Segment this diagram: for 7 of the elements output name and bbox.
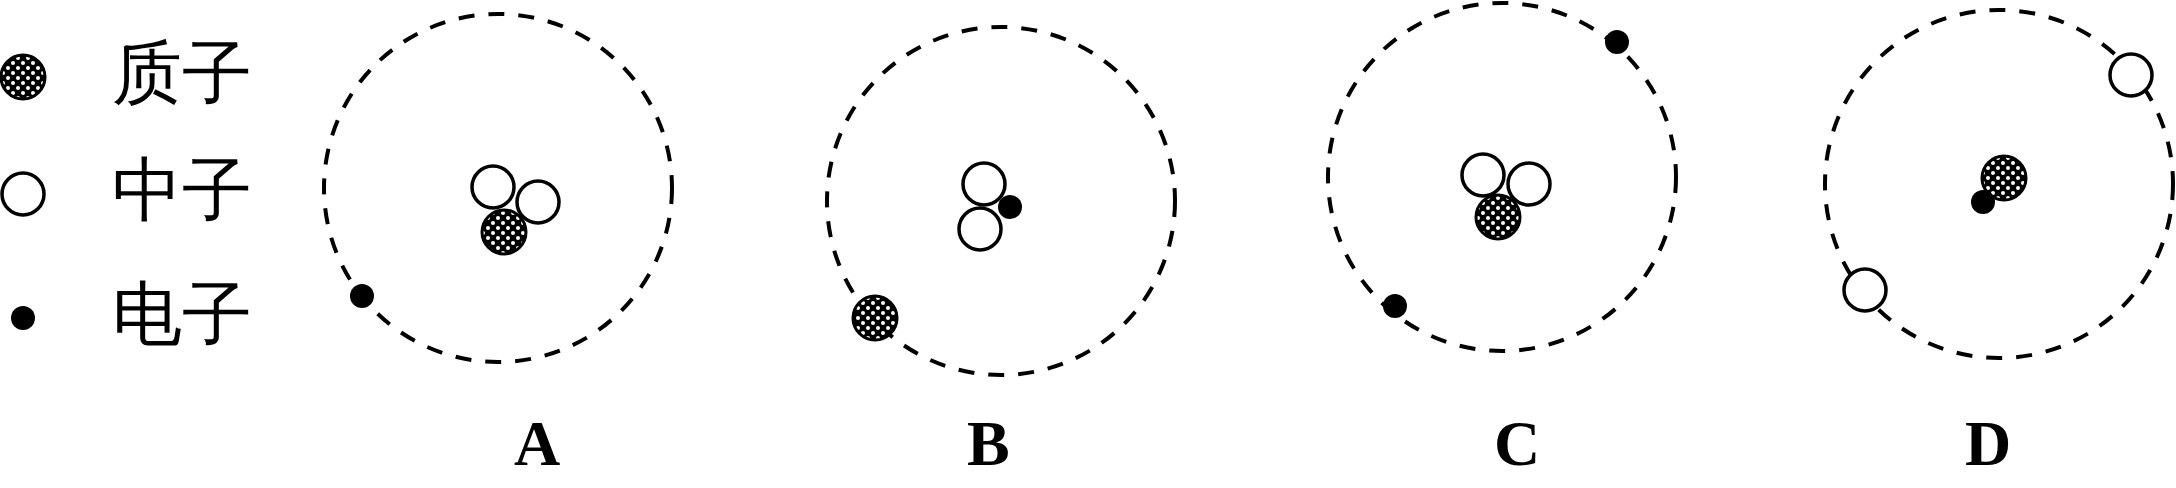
legend-label: 中子 [112, 156, 252, 226]
option-label: A [514, 412, 561, 476]
legend-label: 质子 [112, 39, 252, 109]
option-label: D [1965, 412, 2012, 476]
option-label: C [1494, 412, 1541, 476]
legend-label: 电子 [112, 280, 252, 350]
option-label: B [967, 412, 1010, 476]
